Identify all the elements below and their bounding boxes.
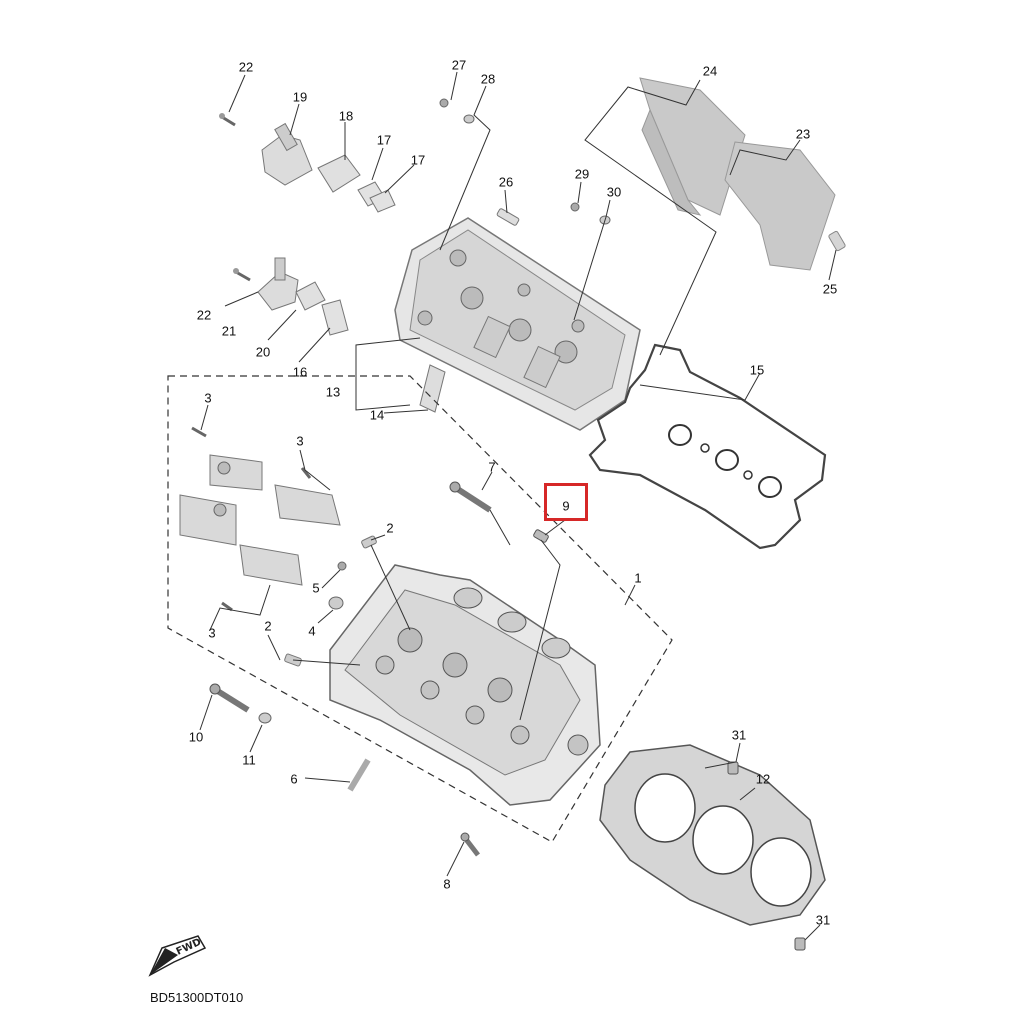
- nut-4: [328, 596, 344, 610]
- callout-18: 18: [338, 108, 354, 124]
- callout-3: 3: [204, 390, 212, 406]
- pin-26: [496, 208, 520, 226]
- camshaft-caps-3: [179, 454, 341, 586]
- pin-6: [347, 758, 371, 792]
- plug-9: [533, 529, 549, 543]
- gasket-23: [724, 141, 836, 271]
- callout-31: 31: [815, 912, 831, 928]
- callout-12: 12: [755, 771, 771, 787]
- callout-2: 2: [264, 618, 272, 634]
- callout-30: 30: [606, 184, 622, 200]
- washer-11: [258, 712, 272, 724]
- callout-4: 4: [308, 623, 316, 639]
- reed-valve-20: [295, 281, 326, 311]
- callout-14: 14: [369, 407, 385, 423]
- callout-5: 5: [312, 580, 320, 596]
- callout-16: 16: [292, 364, 308, 380]
- valve-cover-13: [394, 217, 641, 431]
- callout-24: 24: [702, 63, 718, 79]
- housing-19: [261, 122, 313, 186]
- bolt-7: [449, 481, 492, 513]
- head-gasket-12: [599, 744, 826, 926]
- bolt-22-lower: [233, 268, 251, 282]
- callout-11: 11: [242, 752, 256, 768]
- callout-22: 22: [196, 307, 212, 323]
- cylinder-head-1: [329, 564, 601, 806]
- callout-31: 31: [731, 727, 747, 743]
- callout-27: 27: [451, 57, 467, 73]
- callout-22: 22: [238, 59, 254, 75]
- fwd-arrow-icon: FWD: [148, 935, 207, 977]
- dowel-2-upper: [361, 535, 377, 549]
- bolt-22-upper: [219, 113, 236, 127]
- callout-6: 6: [290, 771, 298, 787]
- callout-26: 26: [498, 174, 514, 190]
- callout-25: 25: [822, 281, 838, 297]
- bolt-10: [209, 683, 250, 713]
- callout-10: 10: [188, 729, 204, 745]
- bolt-29: [570, 202, 580, 212]
- callout-21: 21: [221, 323, 237, 339]
- small-bolts-3: [191, 426, 312, 612]
- highlight-box-part-9: [544, 483, 588, 521]
- reed-valve-18: [317, 154, 361, 193]
- callout-2: 2: [386, 520, 394, 536]
- callout-1: 1: [634, 570, 642, 586]
- callout-8: 8: [443, 876, 451, 892]
- callout-3: 3: [296, 433, 304, 449]
- diagram-code: BD51300DT010: [150, 990, 244, 1005]
- callout-3: 3: [208, 625, 216, 641]
- gasket-24: [639, 77, 746, 216]
- bolt-5: [337, 561, 347, 571]
- housing-21: [257, 257, 299, 311]
- callout-9: 9: [562, 498, 570, 514]
- callout-7: 7: [488, 459, 496, 475]
- valve-cover-gasket-15: [588, 343, 827, 550]
- bolt-8: [460, 832, 480, 857]
- callout-20: 20: [255, 344, 271, 360]
- bolt-27: [439, 98, 449, 108]
- bolt-25: [828, 230, 846, 252]
- callout-28: 28: [480, 71, 496, 87]
- callout-13: 13: [325, 384, 341, 400]
- callout-19: 19: [292, 89, 308, 105]
- leader-lines: [199, 71, 837, 941]
- callout-17: 17: [410, 152, 426, 168]
- washer-28: [463, 114, 475, 124]
- callout-23: 23: [795, 126, 811, 142]
- spring-17: [357, 181, 396, 213]
- callout-17: 17: [376, 132, 392, 148]
- dowels-31: [727, 761, 806, 951]
- spring-16: [321, 299, 349, 336]
- callout-15: 15: [749, 362, 765, 378]
- bracket-14: [419, 364, 446, 413]
- callout-29: 29: [574, 166, 590, 182]
